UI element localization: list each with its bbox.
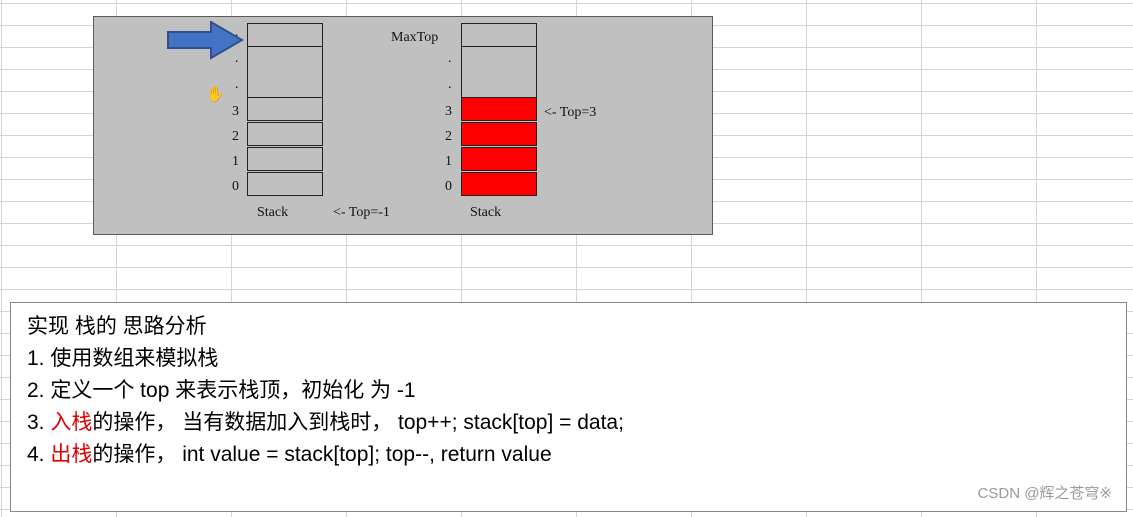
left-stack-cell-3 — [247, 97, 323, 121]
right-stack-middle-cell — [461, 46, 537, 98]
right-row-label: · — [447, 81, 452, 96]
pop-keyword: 出栈 — [50, 443, 93, 466]
blue-arrow-icon — [166, 20, 248, 66]
left-row-label: · — [234, 81, 239, 96]
right-stack-filled-cell-1 — [461, 147, 537, 171]
max-top-label: MaxTop — [391, 30, 439, 45]
line-3-prefix: 3. — [27, 411, 51, 434]
line-4-text: 的操作， int value = stack[top]; top--, retu… — [92, 443, 552, 466]
notes-line-4: 4. 出栈的操作， int value = stack[top]; top--,… — [27, 439, 1126, 471]
right-stack-caption: Stack — [470, 205, 502, 220]
right-top-pointer-label: <- Top=3 — [544, 105, 597, 120]
right-stack-top-cell — [461, 23, 537, 47]
notes-line-3: 3. 入栈的操作， 当有数据加入到栈时， top++; stack[top] =… — [27, 407, 1126, 439]
left-stack-top-cell — [247, 23, 323, 47]
left-row-label: 1 — [232, 154, 239, 169]
left-stack-middle-cell — [247, 46, 323, 98]
right-row-label: 2 — [445, 129, 452, 144]
right-stack-filled-cell-0 — [461, 172, 537, 196]
line-3-text: 的操作， 当有数据加入到栈时， top++; stack[top] = data… — [92, 411, 624, 434]
line-4-prefix: 4. — [27, 443, 51, 466]
left-stack-cell-2 — [247, 122, 323, 146]
right-row-label: 0 — [445, 179, 452, 194]
notes-title: 实现 栈的 思路分析 — [27, 315, 207, 338]
right-row-label: · — [447, 55, 452, 70]
csdn-watermark: CSDN @辉之苍穹※ — [977, 485, 1112, 502]
left-stack-caption: Stack — [257, 205, 289, 220]
left-row-label: · — [234, 55, 239, 70]
left-row-label: 0 — [232, 179, 239, 194]
push-keyword: 入栈 — [50, 411, 93, 434]
left-stack-cell-0 — [247, 172, 323, 196]
stack-diagram: · · · 3 2 1 0 Stack <- Top=-1 ✋ MaxTop ·… — [93, 16, 713, 235]
right-stack-filled-cell-3 — [461, 97, 537, 121]
right-row-label: 1 — [445, 154, 452, 169]
notes-line-1: 1. 使用数组来模拟栈 — [27, 347, 219, 370]
left-top-pointer-label: <- Top=-1 — [333, 205, 390, 220]
notes-textbox: 实现 栈的 思路分析 1. 使用数组来模拟栈 2. 定义一个 top 来表示栈顶… — [10, 302, 1127, 512]
left-stack-cell-1 — [247, 147, 323, 171]
hand-cursor-icon: ✋ — [206, 87, 225, 103]
notes-line-2: 2. 定义一个 top 来表示栈顶，初始化 为 -1 — [27, 379, 416, 402]
left-row-label: 2 — [232, 129, 239, 144]
right-row-label: 3 — [445, 104, 452, 119]
right-stack-filled-cell-2 — [461, 122, 537, 146]
left-row-label: 3 — [232, 104, 239, 119]
